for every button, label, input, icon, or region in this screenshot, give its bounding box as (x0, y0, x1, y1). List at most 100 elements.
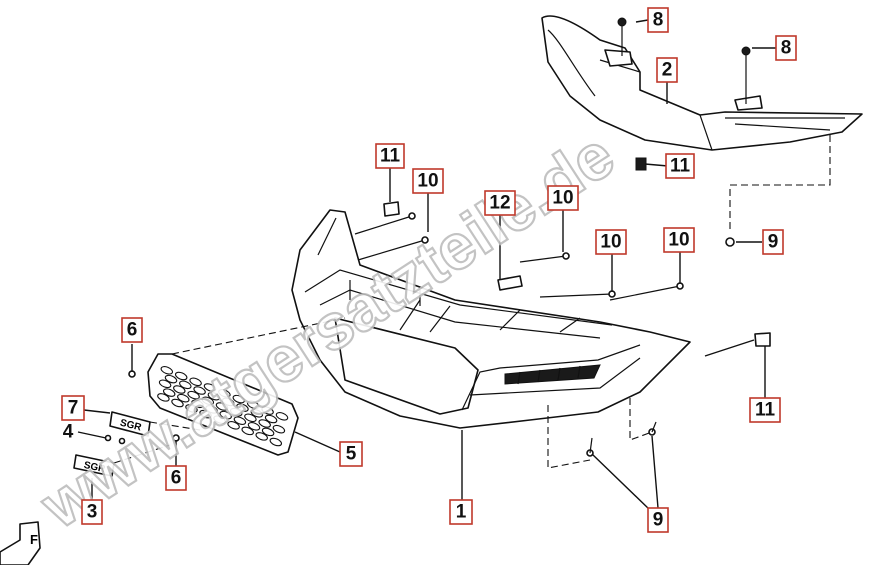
clip-icon (754, 332, 771, 347)
grille-cell (236, 403, 249, 412)
front-bumper-part-1 (291, 209, 691, 429)
label-3: 3 (81, 499, 103, 525)
grille-cell (227, 421, 240, 430)
screw-icon (354, 212, 416, 235)
leader-lines (77, 19, 776, 511)
grille-cell (247, 422, 261, 431)
label-9: 9 (762, 229, 784, 255)
callout-labels: 11 10 12 10 10 10 8 8 2 11 9 11 6 7 4 6 … (61, 7, 797, 533)
fasteners (104, 17, 771, 457)
rivet-icon (648, 421, 657, 436)
grille-part-5 (147, 353, 299, 456)
label-8: 8 (775, 35, 797, 61)
grille-mesh (157, 366, 289, 447)
label-8-text: 8 (653, 10, 664, 31)
grille-cell (232, 394, 246, 404)
emblem-part-7: SGR (109, 411, 151, 437)
grille-cell (164, 374, 178, 384)
grille-cell (174, 371, 188, 381)
grille-cell (258, 419, 271, 428)
screw-icon (357, 236, 429, 261)
rivet-icon (586, 437, 594, 457)
label-1-text: 1 (456, 502, 467, 523)
grille-cell (179, 380, 192, 390)
label-6-text: 6 (127, 320, 138, 341)
corner-fragment: F (0, 521, 41, 565)
label-11-text: 11 (380, 146, 401, 167)
label-11: 11 (375, 143, 405, 169)
assembly-lines (113, 135, 831, 469)
label-9-text: 9 (653, 510, 664, 531)
grille-cell (261, 427, 275, 437)
label-7-text: 7 (68, 398, 79, 419)
emblem-3-text: SGR (83, 460, 107, 475)
grille-cell (162, 388, 176, 397)
label-10-text: 10 (600, 232, 621, 253)
grille-cell (199, 409, 212, 419)
grille-cell (233, 416, 247, 425)
bolt-icon (617, 17, 627, 56)
grille-cell (157, 393, 170, 402)
screw-icon (519, 252, 570, 263)
grille-cell (203, 383, 217, 392)
rivet-icon (725, 237, 735, 247)
grille-cell (173, 385, 186, 394)
label-11: 11 (749, 397, 781, 423)
label-10-text: 10 (668, 230, 689, 251)
label-12-text: 12 (489, 193, 510, 214)
label-10: 10 (412, 168, 444, 194)
label-12: 12 (484, 190, 516, 216)
label-10: 10 (663, 227, 695, 253)
label-11-text: 11 (755, 400, 776, 421)
grille-cell (229, 407, 243, 417)
screw-icon (539, 290, 616, 298)
grille-cell (241, 426, 254, 436)
grille-cell (207, 391, 221, 401)
grille-cell (269, 437, 283, 447)
grille-cell (191, 399, 204, 409)
grille-cell (177, 393, 190, 403)
bolt-icon (741, 46, 751, 104)
clip-icon (635, 157, 647, 171)
grille-cell (218, 389, 231, 398)
label-5-text: 5 (346, 444, 357, 465)
label-8-text: 8 (781, 38, 792, 59)
grille-cell (215, 402, 229, 411)
label-6: 6 (121, 317, 143, 343)
grille-cell (261, 406, 274, 415)
grille-cell (213, 415, 226, 424)
label-10-text: 10 (417, 171, 438, 192)
screw-icon (609, 282, 684, 301)
grille-cell (185, 404, 198, 413)
clip-icon (497, 275, 523, 291)
label-2: 2 (656, 57, 678, 83)
grille-cell (255, 432, 268, 441)
label-4: 4 (63, 422, 74, 443)
label-2-text: 2 (662, 60, 673, 81)
grille-cell (246, 400, 260, 410)
label-11: 11 (665, 153, 695, 179)
grille-cell (171, 398, 184, 408)
grille-cell (160, 366, 174, 375)
grille-cell (189, 377, 202, 387)
label-3-text: 3 (87, 502, 98, 523)
label-6: 6 (165, 465, 187, 491)
emblem-part-3: SGR (73, 454, 115, 477)
label-11-text: 11 (670, 156, 691, 177)
label-8: 8 (647, 7, 669, 33)
label-5: 5 (339, 441, 363, 467)
label-7: 7 (61, 395, 85, 421)
grille-cell (201, 396, 215, 406)
label-10: 10 (595, 229, 627, 255)
grille-cell (193, 386, 206, 395)
grille-cell (272, 424, 286, 434)
label-10-text: 10 (552, 188, 573, 209)
label-4-text: 4 (63, 422, 74, 443)
grille-cell (221, 397, 235, 407)
clip-icon (383, 201, 400, 217)
label-9-text: 9 (768, 232, 779, 253)
grille-cell (244, 413, 257, 423)
label-9: 9 (647, 507, 669, 533)
grille-cell (264, 414, 278, 424)
grille-cell (187, 390, 200, 400)
